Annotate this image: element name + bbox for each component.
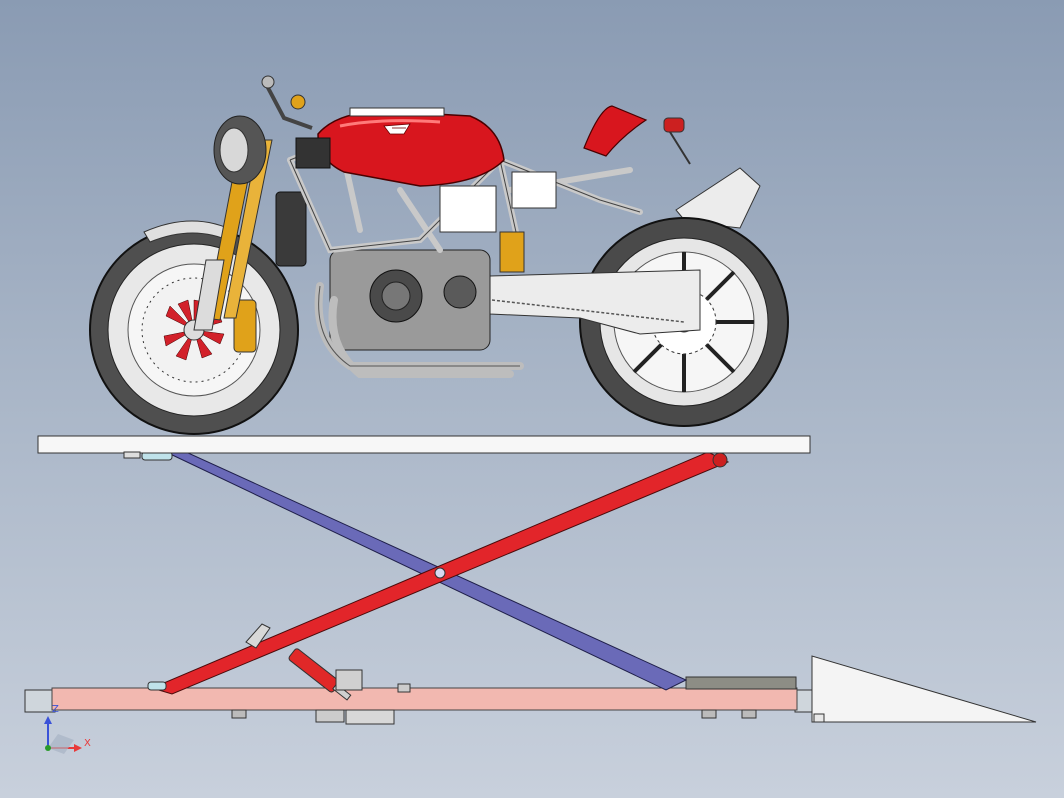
scissor-mechanism[interactable] [141,451,730,703]
airbox [439,185,497,233]
ramp-body[interactable] [811,655,1037,723]
triad-plane [48,734,74,754]
license-plate-bracket [669,131,691,165]
fork-lower-leg [193,259,225,331]
scissor-pivot-pin [434,567,446,579]
pump-valve-block [335,669,363,691]
base-foot [701,709,717,719]
z-axis-label: Z [52,704,59,715]
engine[interactable] [329,249,491,351]
fuel-filler-cap [349,107,445,117]
handlebar [264,83,313,130]
loading-ramp[interactable] [811,655,1037,723]
brake-caliper [233,299,257,353]
tank-highlight [339,119,441,128]
ramp-hinge [813,713,825,723]
ignition-block [295,137,331,169]
base-foot [315,709,345,723]
mirror [261,75,275,89]
platform-lug [123,451,141,459]
base-bracket [397,683,411,693]
alternator-cover [443,275,477,309]
front-fork-right [223,139,273,319]
clutch-cover-center [381,281,411,311]
base-foot [231,709,247,719]
cylinder-mount-bracket [245,623,271,649]
fork-cap [290,94,306,110]
base-left-endcap [24,689,56,713]
x-axis-arrowhead-icon [74,744,82,752]
lift-platform[interactable] [37,435,811,454]
lower-pin-mount [147,681,167,691]
drive-chain [491,299,685,323]
honda-wing-icon [383,123,411,135]
axis-triad: Z X [44,704,91,754]
triad-origin [45,745,51,751]
base-slider-block [685,676,797,690]
pump-housing [345,709,395,725]
z-axis-arrowhead-icon [44,716,52,724]
upper-roller [712,452,728,468]
lift-base[interactable] [24,676,824,725]
exhaust-headers-outline [318,285,520,367]
base-frame[interactable] [51,687,798,711]
base-foot [741,709,757,719]
battery-box [511,171,557,209]
x-axis-label: X [84,738,91,749]
tail-light [663,117,685,133]
rear-shock [499,231,525,273]
cylinder-body [288,648,340,693]
motorcycle-model[interactable] [89,75,789,435]
headlight-lens [219,127,249,173]
radiator [275,191,307,267]
tail-cowl[interactable] [583,105,648,157]
